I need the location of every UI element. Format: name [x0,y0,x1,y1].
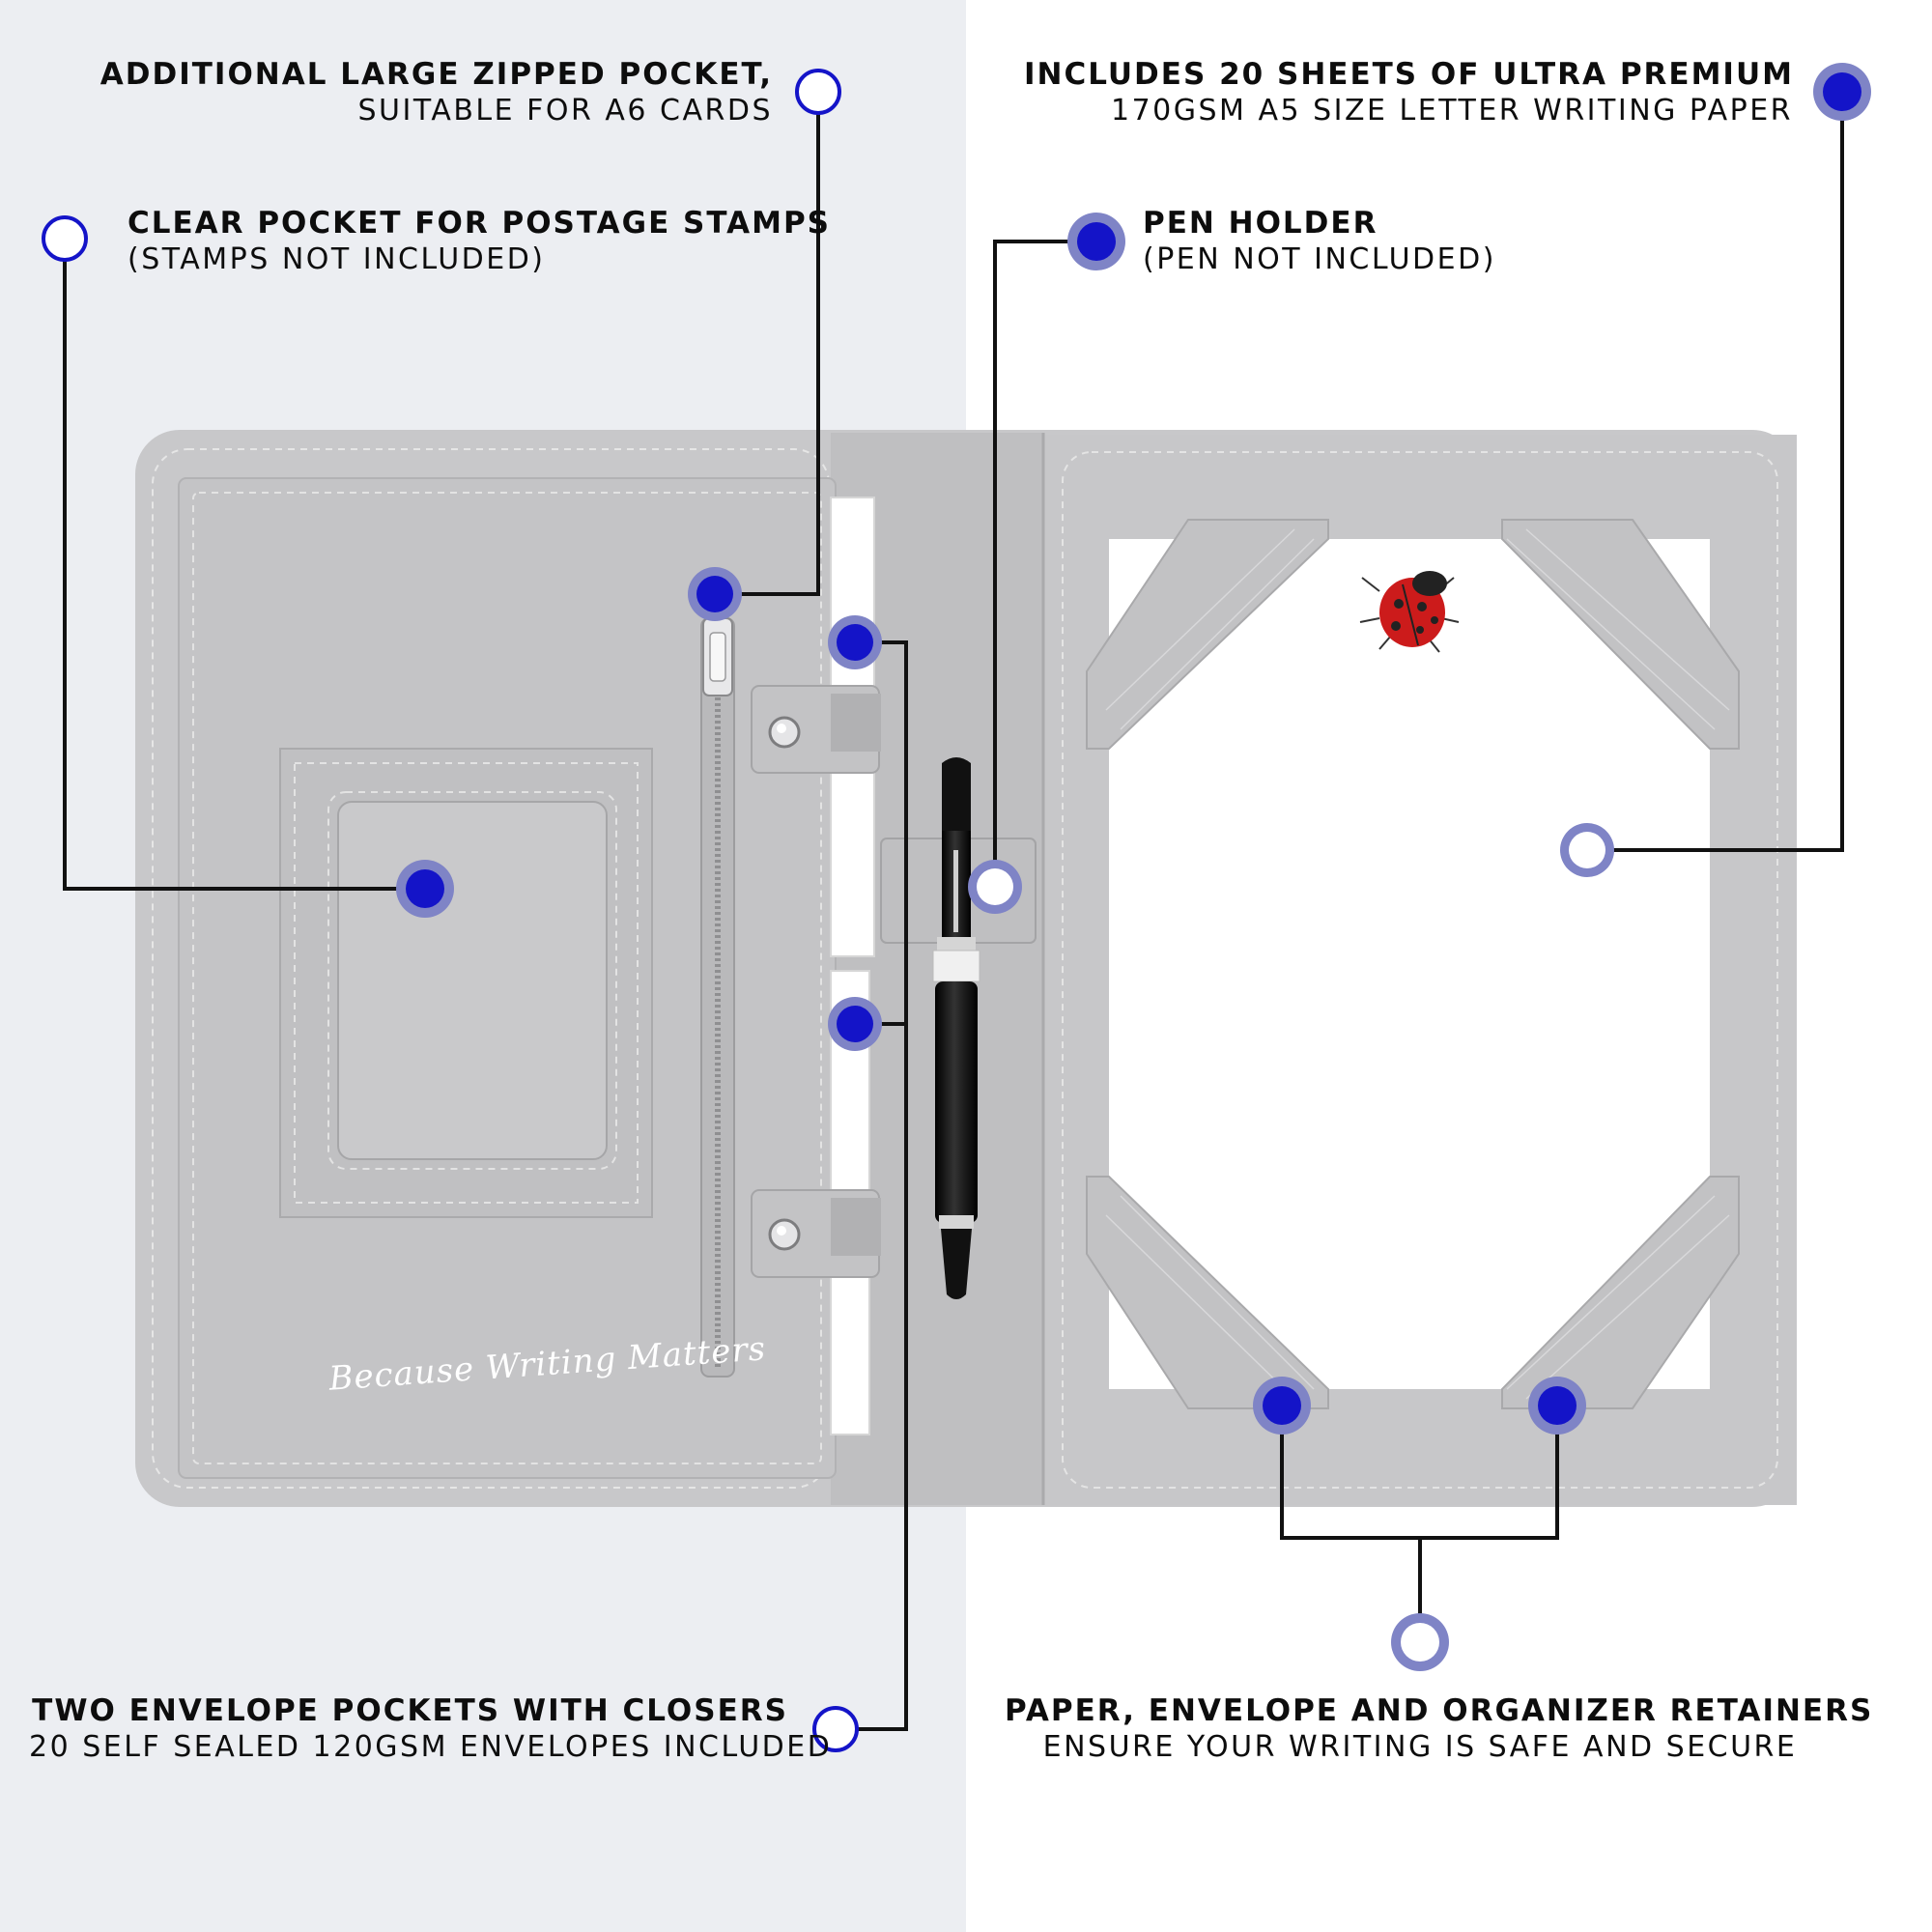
label-writing-paper: Includes 20 sheets of ultra premium 170g… [1024,56,1793,129]
label-envelope-pockets-sub: 20 self sealed 120gsm envelopes included [29,1730,833,1764]
label-zipped-pocket: Additional large zipped pocket, suitable… [97,56,773,129]
envelope-pockets [751,497,881,1435]
callout-dots-hollow [42,69,1614,1752]
label-zipped-pocket-title: Additional large zipped pocket, [99,57,773,92]
label-pen-holder-title: Pen holder [1143,206,1378,241]
pen-icon [932,757,980,1299]
zipper-icon [700,617,735,1378]
label-stamps-pocket-title: Clear pocket for postage stamps [128,206,831,241]
label-retainers-title: Paper, envelope and organizer retainers [1005,1693,1874,1728]
snap-button-icon [768,716,801,749]
label-pen-holder: Pen holder (pen not included) [1143,205,1626,278]
left-pocket-panel [178,477,837,1479]
label-pen-holder-sub: (pen not included) [1143,242,1496,276]
corner-retainers [1086,519,1740,1409]
label-writing-paper-sub: 170gsm A5 size letter writing paper [1110,94,1793,128]
label-stamps-pocket: Clear pocket for postage stamps (stamps … [128,205,831,278]
label-zipped-pocket-sub: suitable for A6 cards [357,94,773,128]
label-stamps-pocket-sub: (stamps not included) [128,242,546,276]
ladybug-icon [1359,571,1460,653]
label-retainers: Paper, envelope and organizer retainers … [1005,1692,1874,1766]
label-retainers-sub: ensure your writing is safe and secure [1042,1730,1798,1764]
retainer-ribbing [1105,528,1730,1400]
label-envelope-pockets: Two envelope pockets with closers 20 sel… [29,1692,833,1766]
label-envelope-pockets-title: Two envelope pockets with closers [32,1693,788,1728]
label-writing-paper-title: Includes 20 sheets of ultra premium [1024,57,1794,92]
callout-dots-filled [396,63,1871,1435]
